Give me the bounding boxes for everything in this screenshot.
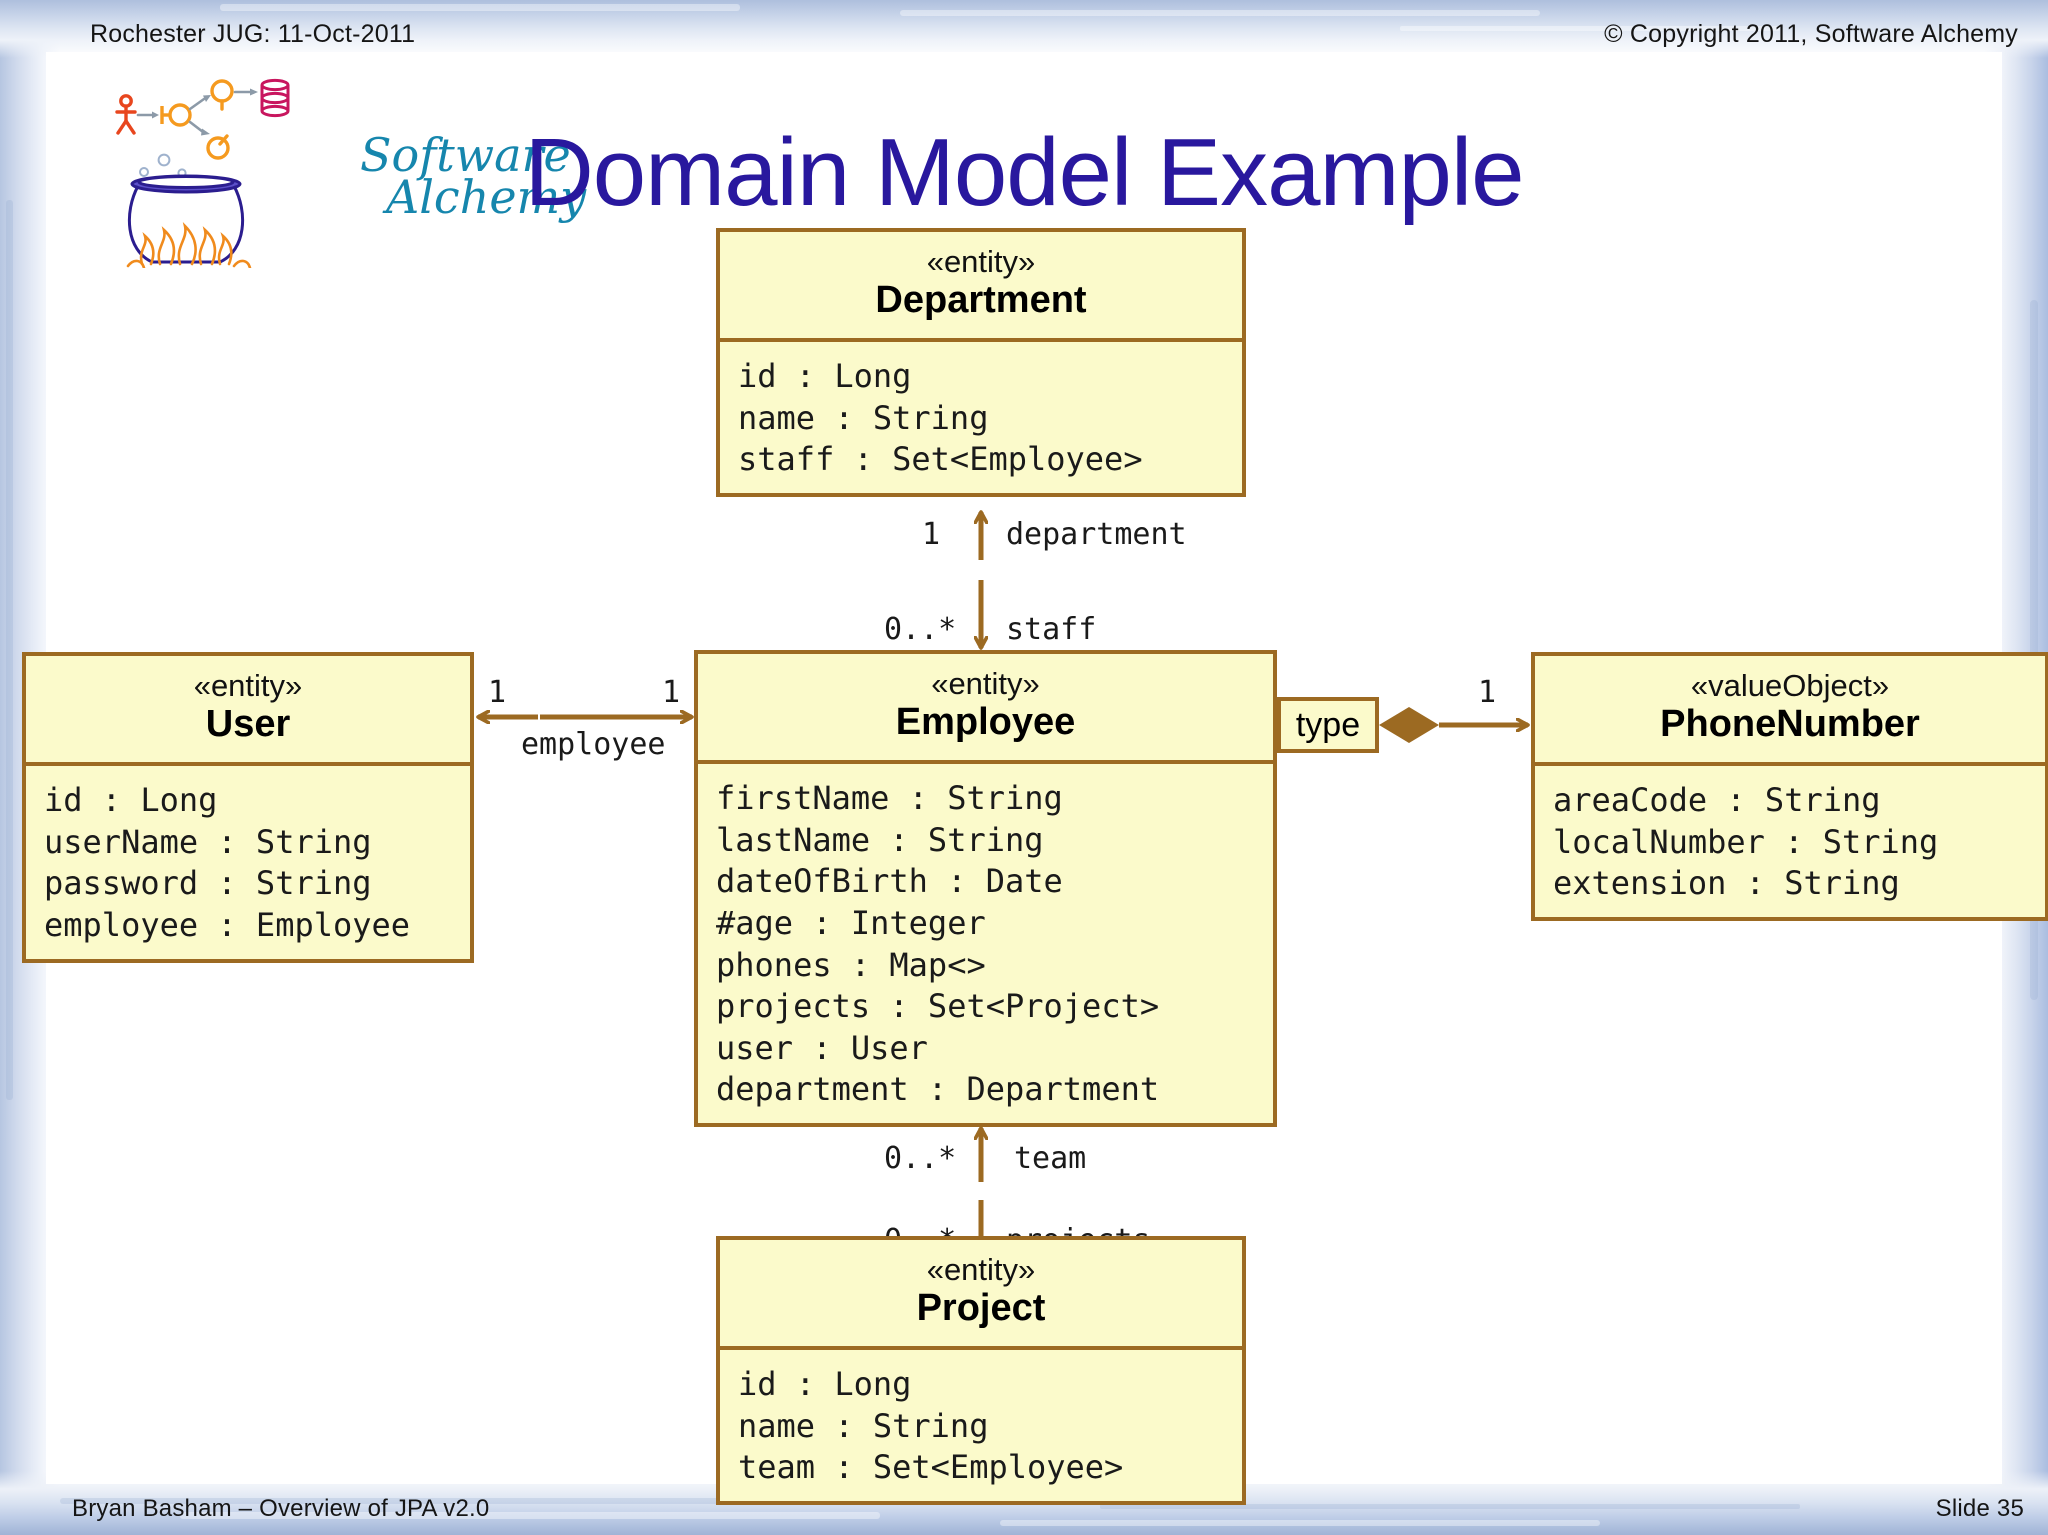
stereotype-employee: «entity»	[931, 666, 1040, 701]
attribute-row: name : String	[738, 398, 989, 437]
uml-class-phonenumber[interactable]: «valueObject» PhoneNumber areaCode : Str…	[1531, 652, 2048, 922]
attribute-row: team : Set<Employee>	[738, 1448, 1124, 1487]
header-copyright: © Copyright 2011, Software Alchemy	[1604, 20, 2018, 48]
class-header-user: «entity» User	[26, 656, 470, 767]
uml-class-user[interactable]: «entity» User id : Long userName : Strin…	[22, 652, 474, 963]
attribute-row: userName : String	[44, 822, 372, 861]
attributes-employee: firstName : String lastName : String dat…	[698, 764, 1273, 1123]
logo-wordmark-line2: Alchemy	[386, 170, 587, 225]
attribute-row: localNumber : String	[1553, 822, 1939, 861]
stereotype-phonenumber: «valueObject»	[1690, 668, 1890, 703]
classname-phonenumber: PhoneNumber	[1660, 702, 1920, 745]
uml-class-department[interactable]: «entity» Department id : Long name : Str…	[716, 228, 1246, 498]
attribute-row: firstName : String	[716, 779, 1063, 818]
label-user-multiplicity-left: 1	[488, 675, 507, 710]
attribute-row: lastName : String	[716, 820, 1044, 859]
logo-wordmark-line1: Software	[360, 128, 571, 182]
label-department-multiplicity-bottom: 0..*	[884, 612, 957, 647]
attribute-row: #age : Integer	[716, 904, 986, 943]
label-phonenumber-multiplicity: 1	[1478, 675, 1497, 710]
stereotype-user: «entity»	[193, 668, 303, 703]
software-alchemy-logo: Software Alchemy	[108, 78, 586, 270]
attribute-row: name : String	[738, 1406, 989, 1445]
attribute-row: projects : Set<Project>	[716, 987, 1160, 1026]
qualifier-box-type[interactable]: type	[1277, 697, 1379, 753]
header-event-date: Rochester JUG: 11-Oct-2011	[90, 20, 416, 48]
attribute-row: id : Long	[738, 357, 912, 396]
attributes-project: id : Long name : String team : Set<Emplo…	[720, 1350, 1242, 1501]
footer-presentation-title: Bryan Basham – Overview of JPA v2.0	[72, 1495, 490, 1522]
label-department-role-top: department	[1006, 517, 1187, 552]
label-department-multiplicity-top: 1	[922, 517, 941, 552]
class-header-project: «entity» Project	[720, 1240, 1242, 1351]
footer-slide-number: Slide 35	[1935, 1495, 2024, 1522]
label-user-multiplicity-right: 1	[662, 675, 681, 710]
attribute-row: id : Long	[44, 781, 218, 820]
uml-class-employee[interactable]: «entity» Employee firstName : String las…	[694, 650, 1277, 1127]
attribute-row: dateOfBirth : Date	[716, 862, 1063, 901]
attributes-user: id : Long userName : String password : S…	[26, 766, 470, 958]
cauldron-icon	[115, 78, 290, 270]
attribute-row: password : String	[44, 864, 372, 903]
classname-employee: Employee	[895, 700, 1076, 743]
label-department-role-bottom: staff	[1006, 612, 1097, 647]
attribute-row: id : Long	[738, 1365, 912, 1404]
stereotype-department: «entity»	[926, 244, 1036, 279]
class-header-employee: «entity» Employee	[698, 654, 1273, 765]
label-user-role: employee	[521, 727, 666, 762]
page-title: Domain Model Example	[524, 119, 1524, 226]
label-project-multiplicity-top: 0..*	[884, 1141, 957, 1176]
attributes-department: id : Long name : String staff : Set<Empl…	[720, 342, 1242, 493]
attribute-row: phones : Map<>	[716, 945, 986, 984]
class-header-department: «entity» Department	[720, 232, 1242, 343]
label-project-role-top: team	[1014, 1141, 1087, 1176]
classname-project: Project	[916, 1286, 1046, 1329]
attribute-row: areaCode : String	[1553, 781, 1881, 820]
attribute-row: department : Department	[716, 1070, 1160, 1109]
attribute-row: user : User	[716, 1028, 928, 1067]
uml-class-project[interactable]: «entity» Project id : Long name : String…	[716, 1236, 1246, 1506]
attributes-phonenumber: areaCode : String localNumber : String e…	[1535, 766, 2045, 917]
classname-department: Department	[875, 278, 1087, 321]
attribute-row: staff : Set<Employee>	[738, 440, 1143, 479]
classname-user: User	[205, 702, 291, 745]
logo-wordmark: Software Alchemy	[360, 132, 587, 225]
stereotype-project: «entity»	[926, 1252, 1036, 1287]
attribute-row: extension : String	[1553, 864, 1900, 903]
attribute-row: employee : Employee	[44, 906, 411, 945]
class-header-phonenumber: «valueObject» PhoneNumber	[1535, 656, 2045, 767]
